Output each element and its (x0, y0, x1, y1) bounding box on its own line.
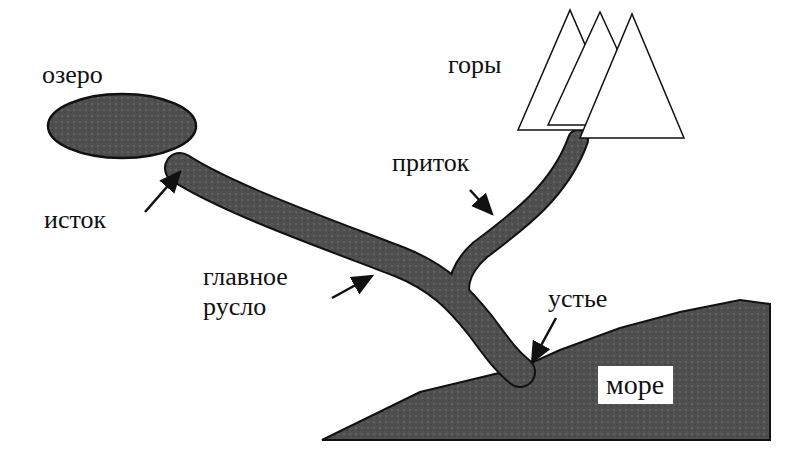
sea-label-box: море (598, 366, 673, 404)
lake-label: озеро (42, 60, 103, 90)
mountains (518, 10, 684, 138)
mouth-label: устье (548, 284, 607, 314)
mountains-label: горы (448, 50, 502, 80)
river-channel (180, 140, 578, 372)
main-channel-label: главное русло (203, 262, 333, 322)
tributary-label: приток (392, 148, 469, 178)
lake-shape (48, 94, 196, 158)
leader-arrows (145, 172, 556, 362)
source-label: исток (44, 205, 106, 235)
sea-shape (322, 300, 770, 440)
sea-label: море (606, 369, 665, 401)
